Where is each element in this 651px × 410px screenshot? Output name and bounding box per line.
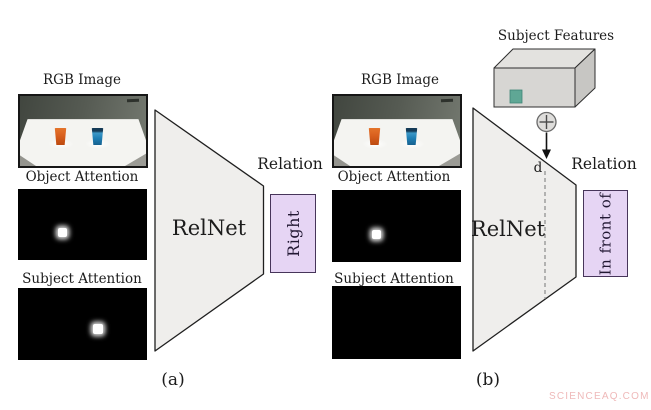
watermark: SCIENCEAQ.COM	[549, 391, 650, 402]
relation-value-a: Right	[283, 210, 303, 257]
blue-cup	[405, 128, 418, 145]
subject-features-label-b: Subject Features	[497, 28, 615, 44]
depth-label: d	[533, 160, 543, 176]
orange-cup	[368, 128, 381, 145]
attention-dot	[93, 324, 103, 334]
rgb-image-b	[332, 94, 462, 168]
plus-circle-icon	[536, 111, 557, 133]
arrow-down-icon	[542, 132, 551, 159]
subject-attention-map-b	[332, 286, 461, 359]
subject-attention-label-a: Subject Attention	[22, 271, 142, 287]
relation-value-b: In front of	[596, 192, 615, 275]
relnet-funnel-a	[154, 109, 265, 352]
relation-output-box-a: Right	[270, 194, 316, 273]
attention-dot	[58, 228, 67, 237]
blue-cup	[91, 128, 104, 145]
feature-cell	[509, 89, 523, 104]
object-attention-map-a	[18, 189, 147, 260]
relnet-label-b: RelNet	[470, 217, 546, 241]
object-attention-label-b: Object Attention	[337, 169, 451, 185]
relation-label-b: Relation	[571, 155, 637, 173]
attention-dot	[372, 230, 381, 239]
relation-output-box-b: In front of	[583, 190, 628, 277]
wall-mark	[126, 98, 140, 103]
relnet-label-a: RelNet	[171, 216, 247, 240]
wall-mark	[440, 98, 454, 103]
subject-attention-label-b: Subject Attention	[334, 271, 454, 287]
table-surface	[20, 119, 146, 166]
table-surface	[334, 119, 460, 166]
rgb-image-label-b: RGB Image	[361, 72, 439, 88]
subject-features-cube	[493, 48, 596, 108]
panel-caption-b: (b)	[475, 370, 501, 390]
panel-caption-a: (a)	[161, 370, 185, 390]
subject-attention-map-a	[18, 288, 147, 360]
relation-label-a: Relation	[257, 155, 323, 173]
object-attention-map-b	[332, 190, 461, 262]
relnet-funnel-b	[472, 107, 577, 352]
rgb-image-label-a: RGB Image	[43, 72, 121, 88]
orange-cup	[54, 128, 67, 145]
rgb-image-a	[18, 94, 148, 168]
object-attention-label-a: Object Attention	[25, 169, 139, 185]
